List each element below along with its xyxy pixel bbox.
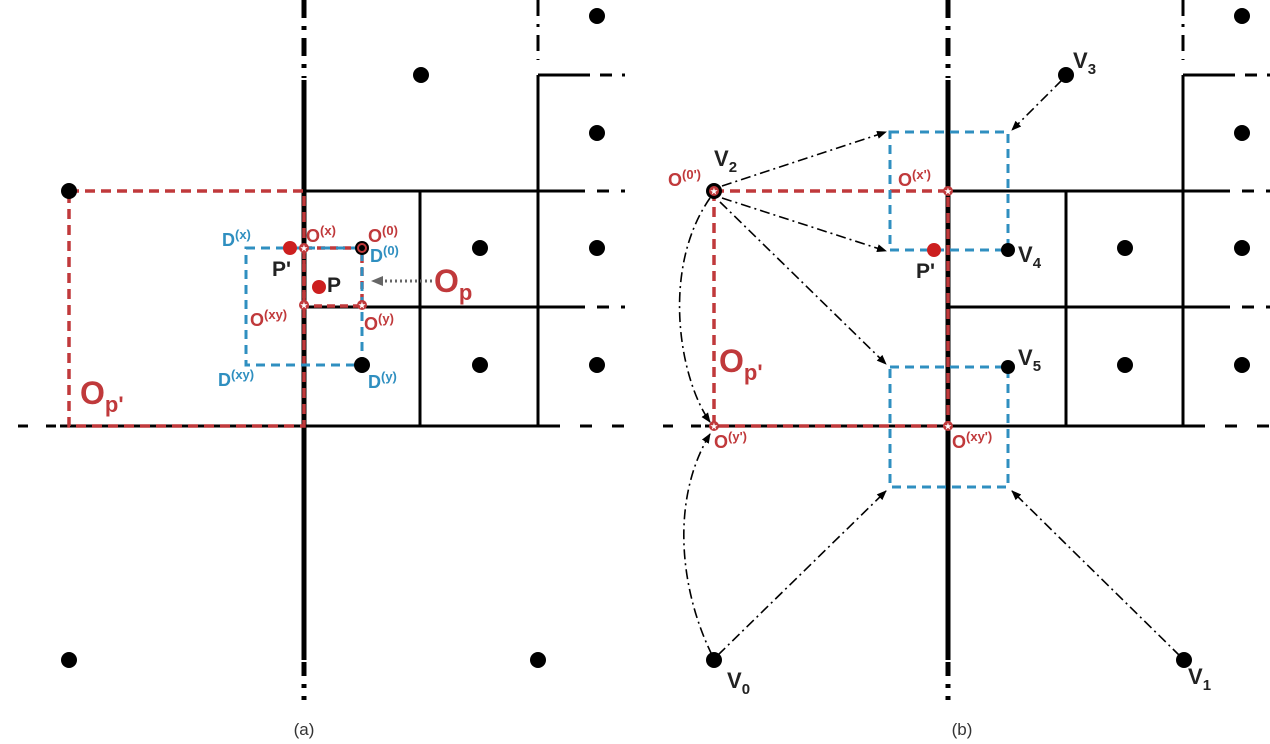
star-marker: ★ bbox=[299, 243, 309, 253]
site-dot bbox=[1117, 357, 1133, 373]
blue-square-upper bbox=[888, 130, 1010, 252]
label-o-0: O(0) bbox=[368, 223, 398, 246]
site-dot bbox=[589, 357, 605, 373]
label-o-xy-prime: O(xy') bbox=[952, 429, 992, 452]
label-o-p: Op bbox=[434, 263, 472, 305]
star-marker: ★ bbox=[709, 421, 719, 431]
site-dot bbox=[1234, 125, 1250, 141]
site-dot bbox=[1001, 243, 1015, 257]
arrow-v0-to-lower-square bbox=[717, 490, 887, 656]
label-o-p-prime: Op' bbox=[719, 343, 763, 385]
arrow-v2-to-upper-square-top bbox=[721, 131, 887, 187]
point-p-prime bbox=[927, 243, 941, 257]
site-dot bbox=[1176, 652, 1192, 668]
svg-text:★: ★ bbox=[358, 301, 366, 310]
svg-text:★: ★ bbox=[300, 301, 308, 310]
site-dot bbox=[530, 652, 546, 668]
red-square-op-prime bbox=[712, 189, 950, 428]
label-v0: V0 bbox=[727, 668, 750, 698]
svg-text:★: ★ bbox=[944, 187, 952, 196]
arrow-v3-to-upper-square bbox=[1011, 79, 1063, 131]
site-dot bbox=[1234, 357, 1250, 373]
red-square-op bbox=[302, 246, 364, 308]
label-o-0-prime: O(0') bbox=[668, 167, 701, 190]
label-o-x-prime: O(x') bbox=[898, 167, 931, 190]
label-o-xy: O(xy) bbox=[250, 307, 287, 330]
svg-text:★: ★ bbox=[710, 187, 718, 196]
panel-a: ★ ★ ★ D(x) O(x) O(0) D(0) P' P Op O(xy) … bbox=[0, 0, 625, 739]
label-d-xy: D(xy) bbox=[218, 367, 254, 390]
site-dot bbox=[1117, 240, 1133, 256]
label-o-p-prime: Op' bbox=[80, 375, 124, 417]
site-dot bbox=[589, 8, 605, 24]
star-marker: ★ bbox=[299, 300, 309, 310]
arrow-v2-to-o-y bbox=[678, 197, 711, 423]
star-marker bbox=[357, 243, 367, 253]
star-marker: ★ bbox=[357, 300, 367, 310]
caption-b: (b) bbox=[952, 720, 973, 739]
label-v5: V5 bbox=[1018, 345, 1041, 375]
site-dot bbox=[1058, 67, 1074, 83]
label-v1: V1 bbox=[1188, 664, 1211, 694]
label-v4: V4 bbox=[1018, 242, 1042, 272]
site-dot bbox=[1001, 360, 1015, 374]
label-o-x: O(x) bbox=[306, 223, 336, 246]
caption-a: (a) bbox=[294, 720, 315, 739]
star-marker: ★ bbox=[709, 186, 719, 196]
point-p bbox=[312, 280, 326, 294]
arrow-v2-to-lower-square bbox=[719, 201, 887, 365]
svg-text:★: ★ bbox=[944, 422, 952, 431]
label-d-x: D(x) bbox=[222, 227, 251, 250]
point-p-prime bbox=[283, 241, 297, 255]
star-marker: ★ bbox=[943, 421, 953, 431]
arrow-v1-to-lower-square bbox=[1011, 490, 1181, 657]
label-p-prime: P' bbox=[916, 260, 935, 283]
panel-b: ★ ★ ★ ★ V3 O(0') V2 O(x') V4 P' V5 Op' O… bbox=[645, 0, 1270, 739]
site-dot bbox=[589, 125, 605, 141]
label-v3: V3 bbox=[1073, 48, 1096, 78]
star-marker: ★ bbox=[943, 186, 953, 196]
site-dot bbox=[472, 357, 488, 373]
label-d-y: D(y) bbox=[368, 369, 397, 392]
site-dot bbox=[354, 357, 370, 373]
label-v2: V2 bbox=[714, 146, 737, 176]
label-o-y-prime: O(y') bbox=[714, 429, 747, 452]
label-p: P bbox=[327, 274, 341, 297]
site-dot bbox=[472, 240, 488, 256]
svg-text:★: ★ bbox=[300, 244, 308, 253]
blue-square-d bbox=[244, 246, 364, 367]
dashdot-arrows bbox=[678, 79, 1181, 657]
site-dot bbox=[706, 652, 722, 668]
arrow-v0-to-o-y bbox=[683, 433, 713, 656]
label-p-prime: P' bbox=[272, 258, 291, 281]
label-o-y: O(y) bbox=[364, 311, 394, 334]
label-d-0: D(0) bbox=[370, 243, 399, 266]
site-dot bbox=[589, 240, 605, 256]
arrow-v2-to-upper-square-bottom bbox=[721, 197, 887, 253]
site-dot bbox=[61, 652, 77, 668]
site-dot bbox=[1234, 240, 1250, 256]
svg-text:★: ★ bbox=[710, 422, 718, 431]
site-dot bbox=[61, 183, 77, 199]
site-dot bbox=[413, 67, 429, 83]
site-dot bbox=[1234, 8, 1250, 24]
